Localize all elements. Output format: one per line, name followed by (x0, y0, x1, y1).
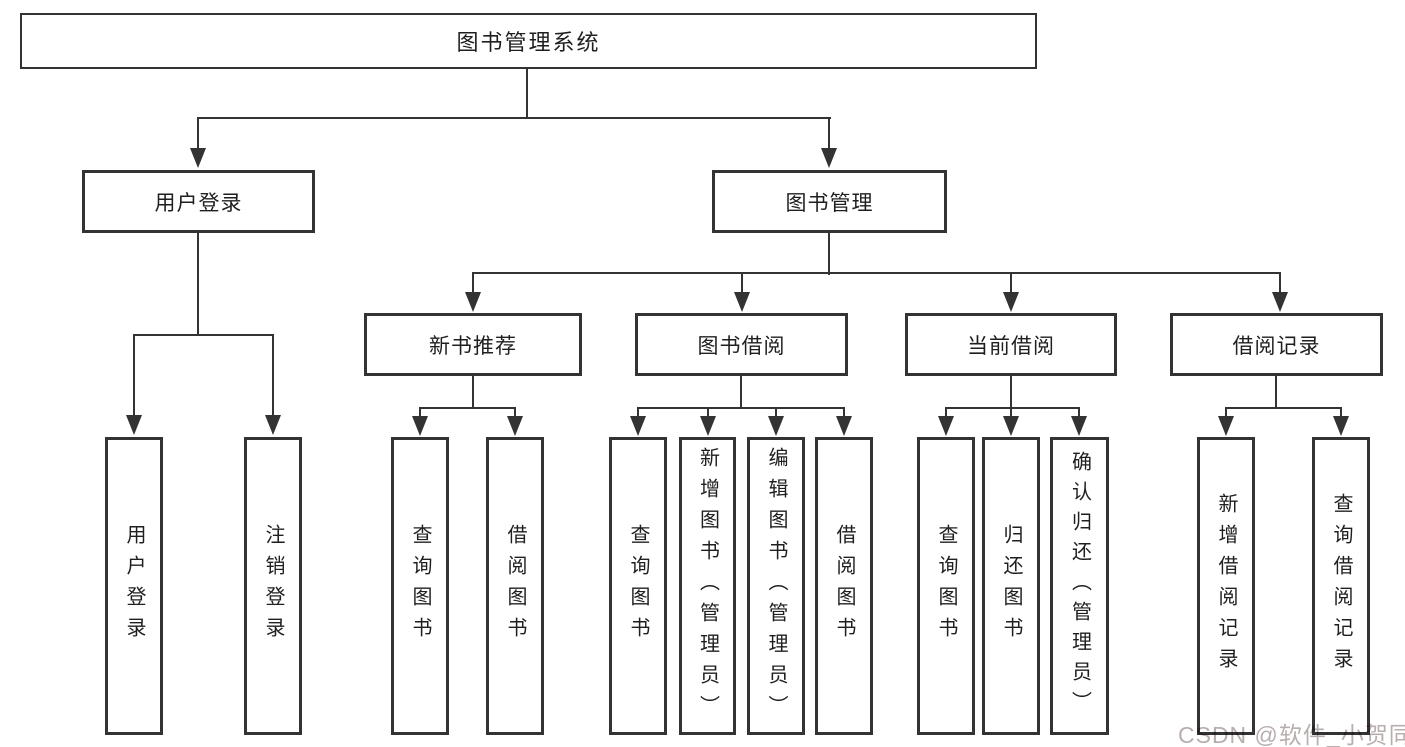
leaf-label: 新增图书（管理员） (696, 446, 719, 726)
leaf-label: 用户登录 (123, 524, 145, 648)
connector-drop (1225, 409, 1227, 418)
arrowhead-down-icon (1071, 416, 1087, 436)
connector-drop (197, 119, 199, 151)
leaf-label: 新增借阅记录 (1215, 493, 1237, 679)
leaf-label: 查询图书 (409, 524, 431, 648)
node-user-login: 用户登录 (82, 170, 315, 233)
arrowhead-down-icon (465, 292, 481, 312)
leaf-confirm-return-admin: 确认归还（管理员） (1050, 437, 1109, 735)
leaf-logout: 注销登录 (244, 437, 302, 735)
node-new-books: 新书推荐 (364, 313, 582, 376)
node-user-login-label: 用户登录 (154, 191, 243, 215)
arrowhead-down-icon (1003, 416, 1019, 436)
arrowhead-down-icon (507, 416, 523, 436)
arrowhead-down-icon (1272, 292, 1288, 312)
leaf-edit-books-admin: 编辑图书（管理员） (747, 437, 805, 735)
leaf-query-books-borrowing: 查询图书 (609, 437, 667, 735)
connector-user-login-split (133, 334, 274, 336)
node-borrowing-records: 借阅记录 (1170, 313, 1383, 376)
connector-drop (1340, 409, 1342, 418)
leaf-query-books-newbooks: 查询图书 (391, 437, 449, 735)
connector-user-login-stem (197, 233, 199, 336)
connector-root-stem (526, 69, 528, 119)
leaf-add-borrow-record: 新增借阅记录 (1197, 437, 1255, 735)
leaf-query-borrow-record: 查询借阅记录 (1312, 437, 1370, 735)
arrowhead-down-icon (190, 148, 206, 168)
node-book-borrowing: 图书借阅 (635, 313, 848, 376)
arrowhead-down-icon (1333, 416, 1349, 436)
connector-drop (707, 409, 709, 418)
connector-drop (828, 119, 830, 151)
leaf-borrow-books-borrowing: 借阅图书 (815, 437, 873, 735)
node-current-borrowing-label: 当前借阅 (967, 334, 1055, 358)
connector-book-management-split (472, 272, 1281, 274)
node-current-borrowing: 当前借阅 (905, 313, 1117, 376)
connector-new-books-split (419, 407, 516, 409)
leaf-label: 借阅图书 (504, 524, 526, 648)
leaf-return-books: 归还图书 (982, 437, 1040, 735)
connector-drop (1078, 409, 1080, 418)
node-book-management: 图书管理 (712, 170, 947, 233)
connector-drop (133, 336, 135, 418)
leaf-add-books-admin: 新增图书（管理员） (679, 437, 736, 735)
node-book-borrowing-label: 图书借阅 (697, 334, 786, 358)
arrowhead-down-icon (1003, 292, 1019, 312)
connector-new-books-stem (472, 376, 474, 409)
arrowhead-down-icon (836, 416, 852, 436)
connector-root-split (197, 117, 831, 119)
connector-drop (1010, 409, 1012, 418)
leaf-label: 查询图书 (627, 524, 649, 648)
connector-drop (419, 409, 421, 418)
connector-borrowing-records-stem (1275, 376, 1277, 409)
leaf-query-books-current: 查询图书 (917, 437, 975, 735)
connector-drop (843, 409, 845, 418)
connector-drop (637, 409, 639, 418)
node-root: 图书管理系统 (20, 13, 1037, 69)
connector-drop (1279, 274, 1281, 294)
arrowhead-down-icon (821, 148, 837, 168)
node-book-management-label: 图书管理 (785, 191, 874, 215)
connector-current-borrowing-stem (1010, 376, 1012, 409)
connector-borrowing-records-split (1225, 407, 1342, 409)
leaf-label: 确认归还（管理员） (1068, 451, 1091, 721)
arrowhead-down-icon (126, 415, 142, 435)
arrowhead-down-icon (734, 292, 750, 312)
leaf-label: 查询借阅记录 (1330, 493, 1352, 679)
arrowhead-down-icon (768, 416, 784, 436)
node-new-books-label: 新书推荐 (429, 334, 517, 358)
leaf-user-login: 用户登录 (105, 437, 163, 735)
leaf-label: 借阅图书 (833, 524, 855, 648)
node-root-label: 图书管理系统 (456, 30, 601, 55)
connector-drop (1010, 274, 1012, 294)
leaf-label: 编辑图书（管理员） (765, 446, 787, 726)
csdn-watermark: CSDN @软件_小贺同学 (1178, 722, 1405, 747)
connector-book-management-stem (828, 233, 830, 275)
connector-drop (472, 274, 474, 294)
connector-drop (741, 274, 743, 294)
connector-drop (945, 409, 947, 418)
arrowhead-down-icon (700, 416, 716, 436)
connector-current-borrowing-split (945, 407, 1080, 409)
leaf-label: 查询图书 (935, 524, 957, 648)
arrowhead-down-icon (265, 415, 281, 435)
connector-drop (272, 336, 274, 418)
arrowhead-down-icon (630, 416, 646, 436)
connector-drop (514, 409, 516, 418)
arrowhead-down-icon (1218, 416, 1234, 436)
leaf-borrow-books-newbooks: 借阅图书 (486, 437, 544, 735)
leaf-label: 注销登录 (262, 524, 284, 648)
arrowhead-down-icon (412, 416, 428, 436)
connector-book-borrowing-stem (740, 376, 742, 409)
arrowhead-down-icon (938, 416, 954, 436)
node-borrowing-records-label: 借阅记录 (1232, 334, 1321, 358)
connector-book-borrowing-split (637, 407, 845, 409)
connector-drop (775, 409, 777, 418)
leaf-label: 归还图书 (1000, 524, 1022, 648)
